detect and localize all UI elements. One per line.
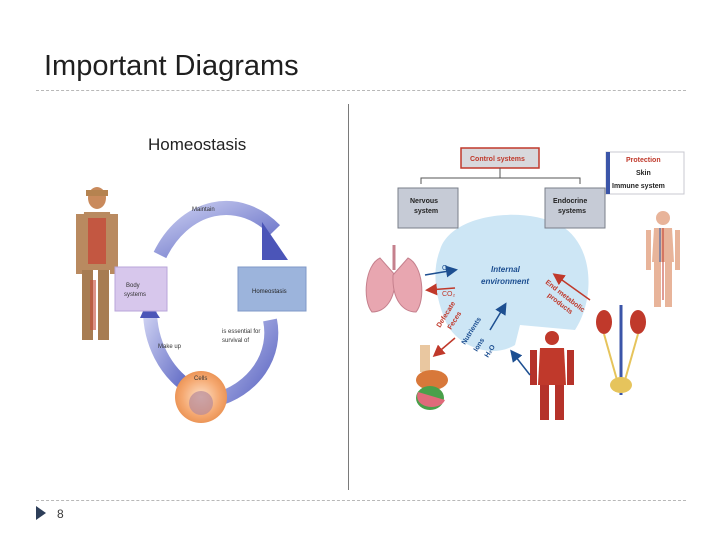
body-systems-box	[114, 266, 168, 312]
lungs-icon	[365, 245, 423, 313]
internal-env-label-1: Internal	[491, 265, 521, 274]
footer-bullet-icon	[36, 506, 46, 520]
circulatory-figure-icon	[646, 211, 680, 307]
human-figure-icon	[76, 187, 118, 340]
endocrine-label-1: Endocrine	[553, 198, 587, 205]
internal-environment-blob	[435, 214, 589, 351]
o2-label: O₂	[442, 265, 450, 272]
panel-divider	[348, 104, 349, 490]
cells-label: Cells	[194, 376, 207, 382]
immune-system-label: Immune system	[612, 183, 665, 190]
slide-title: Important Diagrams	[44, 50, 299, 82]
control-systems-label: Control systems	[470, 156, 525, 163]
digestive-system-icon	[416, 345, 448, 410]
page-number: 8	[57, 507, 64, 521]
protection-label: Protection	[626, 157, 661, 164]
maintain-label: Maintain	[192, 207, 215, 213]
homeostasis-title: Homeostasis	[148, 135, 246, 154]
body-systems-label-1: Body	[126, 283, 140, 289]
title-divider	[36, 90, 686, 91]
end-metabolic-arrow	[552, 273, 591, 301]
homeostasis-box	[237, 266, 307, 312]
defecate-arrow	[432, 337, 456, 357]
protection-box	[605, 151, 685, 195]
endocrine-label-2: systems	[558, 208, 586, 215]
cycle-arrow-top	[153, 201, 281, 259]
endocrine-systems-box	[544, 187, 606, 229]
essential-label-2: survival of	[222, 338, 249, 344]
o2-arrow	[424, 265, 458, 278]
internal-env-label-2: environment	[481, 277, 529, 286]
skin-label: Skin	[636, 170, 651, 177]
co2-arrow	[425, 283, 456, 296]
co2-label: CO₂	[442, 291, 456, 298]
muscular-body-icon	[530, 331, 574, 420]
body-systems-label-2: systems	[124, 292, 146, 298]
footer-divider	[36, 500, 686, 501]
homeostasis-box-label: Homeostasis	[252, 289, 287, 295]
nervous-label-1: Nervous	[410, 198, 438, 205]
nutrients-arrow	[489, 302, 507, 331]
cycle-arrowhead-top	[262, 222, 288, 260]
nervous-label-2: system	[414, 208, 438, 215]
nervous-system-box	[397, 187, 459, 229]
kidneys-icon	[596, 305, 646, 395]
essential-label-1: is essential for	[222, 329, 260, 335]
make-up-label: Make up	[158, 344, 182, 350]
cycle-arrow-right	[213, 318, 279, 407]
